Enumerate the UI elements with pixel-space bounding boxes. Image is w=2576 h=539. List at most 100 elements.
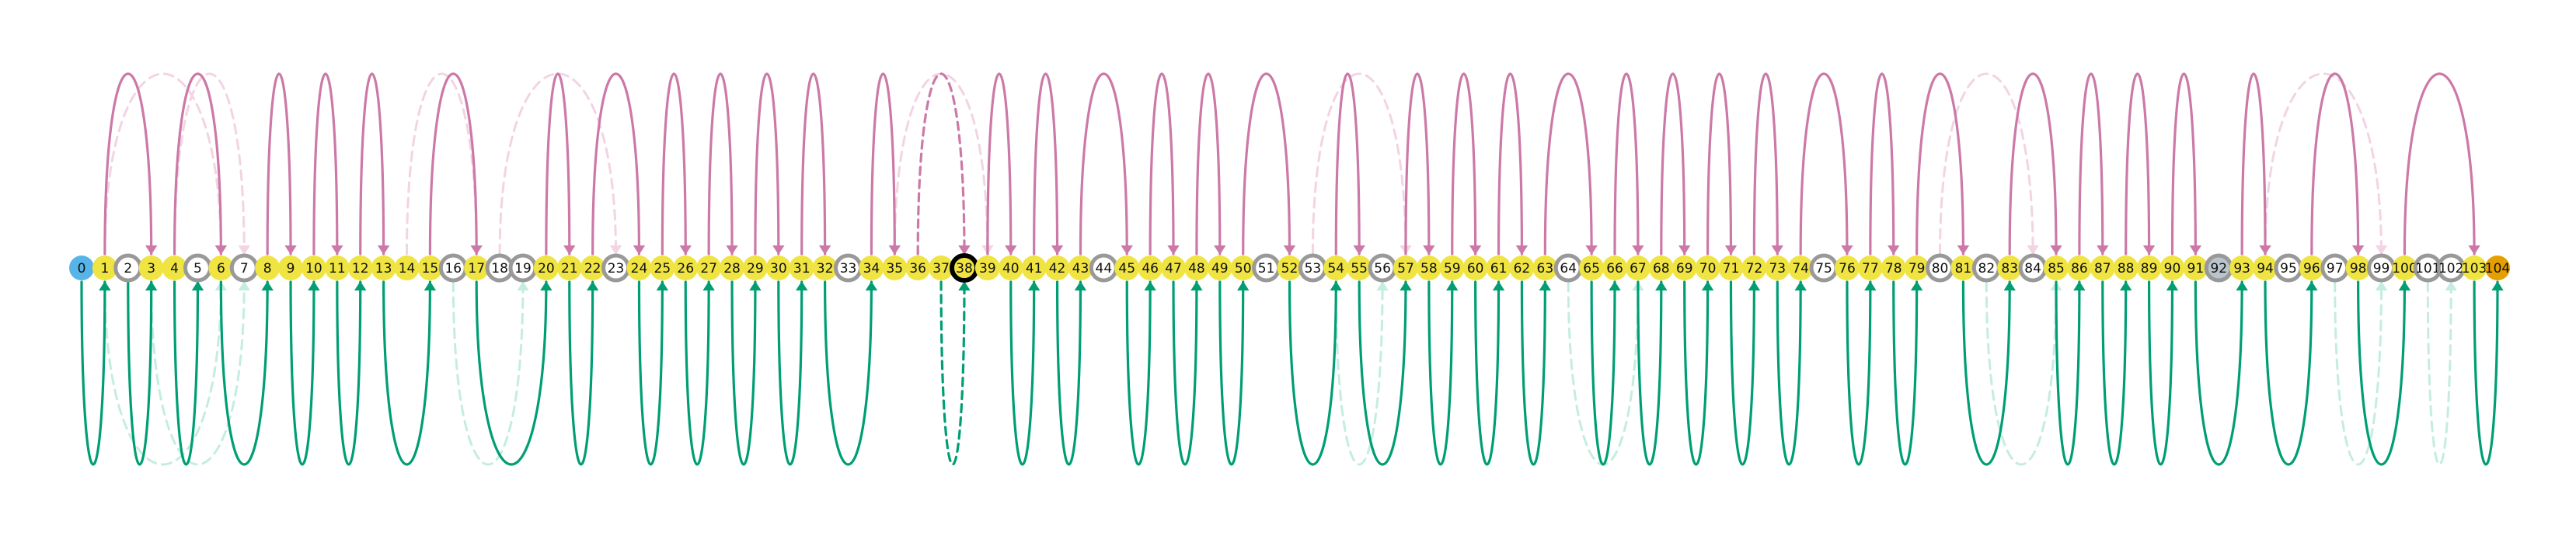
node-label-90: 90 [2164, 261, 2181, 276]
node-label-11: 11 [329, 261, 346, 276]
lower-arc-arrowhead-13-15 [424, 281, 437, 290]
node-12 [347, 256, 373, 280]
upper-arc-61-62 [1497, 72, 1524, 256]
node-54 [1323, 256, 1349, 280]
node-label-33: 33 [840, 261, 857, 276]
upper-arc-48-49 [1195, 72, 1222, 256]
node-label-8: 8 [263, 261, 272, 276]
lower-arc-arrowhead-101-102 [2445, 281, 2457, 290]
upper-arc-70-71 [1706, 72, 1733, 256]
upper-arc-arrowhead-46-47 [1167, 245, 1180, 255]
node-100 [2392, 256, 2417, 280]
upper-arc-27-28 [707, 72, 734, 256]
node-49 [1207, 256, 1232, 280]
node-label-32: 32 [817, 261, 834, 276]
upper-arc-18-23 [498, 72, 618, 256]
upper-arc-arrowhead-29-30 [772, 245, 785, 255]
lower-arc-60-61 [1474, 280, 1501, 466]
node-label-43: 43 [1072, 261, 1089, 276]
lower-arc-arrowhead-0-1 [99, 281, 111, 290]
lower-arc-40-41 [1009, 280, 1036, 466]
lower-arc-arrowhead-17-20 [540, 281, 552, 290]
node-label-94: 94 [2257, 261, 2274, 276]
upper-arc-arrowhead-94-99 [2375, 245, 2388, 255]
lower-arc-arrowhead-32-34 [865, 281, 878, 290]
upper-arc-arrowhead-27-28 [726, 245, 738, 255]
lower-arc-1-6 [103, 280, 222, 466]
upper-arc-74-76 [1799, 72, 1849, 256]
upper-arc-arrowhead-4-7 [238, 245, 250, 255]
lower-arc-62-63 [1520, 280, 1546, 466]
lower-arc-26-27 [684, 280, 710, 466]
lower-arc-arrowhead-69-70 [1701, 281, 1714, 290]
node-28 [720, 256, 745, 280]
node-label-1: 1 [100, 261, 109, 276]
node-label-19: 19 [514, 261, 532, 276]
node-29 [742, 256, 768, 280]
upper-arc-arrowhead-68-69 [1678, 245, 1691, 255]
lower-arc-30-31 [777, 280, 803, 466]
upper-arc-15-17 [428, 72, 478, 256]
node-21 [556, 256, 582, 280]
node-label-50: 50 [1235, 261, 1252, 276]
node-41 [1021, 256, 1047, 280]
node-label-5: 5 [193, 261, 202, 276]
node-66 [1602, 256, 1628, 280]
node-label-34: 34 [863, 261, 880, 276]
node-68 [1648, 256, 1674, 280]
upper-arc-arrowhead-8-9 [284, 245, 297, 255]
lower-arc-97-99 [2334, 280, 2383, 466]
lower-arc-arrowhead-103-104 [2491, 281, 2504, 290]
lower-arc-69-70 [1683, 280, 1710, 466]
lower-arc-76-77 [1846, 280, 1872, 466]
upper-arc-arrowhead-70-71 [1724, 245, 1738, 255]
upper-arc-12-13 [359, 72, 385, 256]
node-24 [626, 256, 652, 280]
lower-arc-arrowhead-98-100 [2398, 281, 2411, 290]
node-label-82: 82 [1978, 261, 1996, 276]
upper-arc-arrowhead-43-45 [1121, 245, 1133, 255]
lower-arc-89-90 [2147, 280, 2174, 466]
node-label-38: 38 [956, 261, 973, 276]
lower-arc-arrowhead-85-86 [2073, 281, 2086, 290]
node-32 [812, 256, 838, 280]
node-6 [208, 256, 234, 280]
node-3 [138, 256, 164, 280]
node-label-6: 6 [217, 261, 225, 276]
node-67 [1625, 256, 1651, 280]
node-label-75: 75 [1815, 261, 1832, 276]
upper-arc-100-103 [2403, 72, 2476, 256]
node-label-61: 61 [1490, 261, 1508, 276]
upper-arc-arrowhead-39-40 [1005, 245, 1017, 255]
node-label-78: 78 [1885, 261, 1902, 276]
upper-arc-83-85 [2008, 72, 2058, 256]
lower-arc-45-46 [1125, 280, 1152, 466]
node-label-89: 89 [2141, 261, 2158, 276]
node-4 [162, 256, 187, 280]
upper-arc-93-94 [2240, 72, 2267, 256]
lower-arc-arrowhead-24-25 [656, 281, 669, 290]
node-label-55: 55 [1351, 261, 1368, 276]
node-label-67: 67 [1630, 261, 1647, 276]
lower-arc-arrowhead-9-10 [308, 281, 320, 290]
node-70 [1695, 256, 1720, 280]
node-label-56: 56 [1374, 261, 1391, 276]
node-52 [1277, 256, 1302, 280]
node-label-22: 22 [584, 261, 601, 276]
node-34 [859, 256, 884, 280]
lower-arc-42-43 [1055, 280, 1082, 466]
upper-arc-arrowhead-12-13 [377, 245, 390, 255]
lower-arc-arrowhead-4-5 [191, 281, 204, 290]
node-96 [2299, 256, 2324, 280]
lower-arc-arrowhead-73-74 [1794, 281, 1807, 290]
lower-arc-65-66 [1590, 280, 1616, 466]
node-label-85: 85 [2048, 261, 2065, 276]
node-label-41: 41 [1026, 261, 1043, 276]
node-74 [1788, 256, 1814, 280]
node-10 [301, 256, 326, 280]
node-63 [1532, 256, 1558, 280]
upper-arc-63-65 [1543, 72, 1593, 256]
upper-arc-arrowhead-34-35 [888, 245, 901, 255]
node-label-12: 12 [352, 261, 369, 276]
upper-arc-8-9 [266, 72, 292, 256]
